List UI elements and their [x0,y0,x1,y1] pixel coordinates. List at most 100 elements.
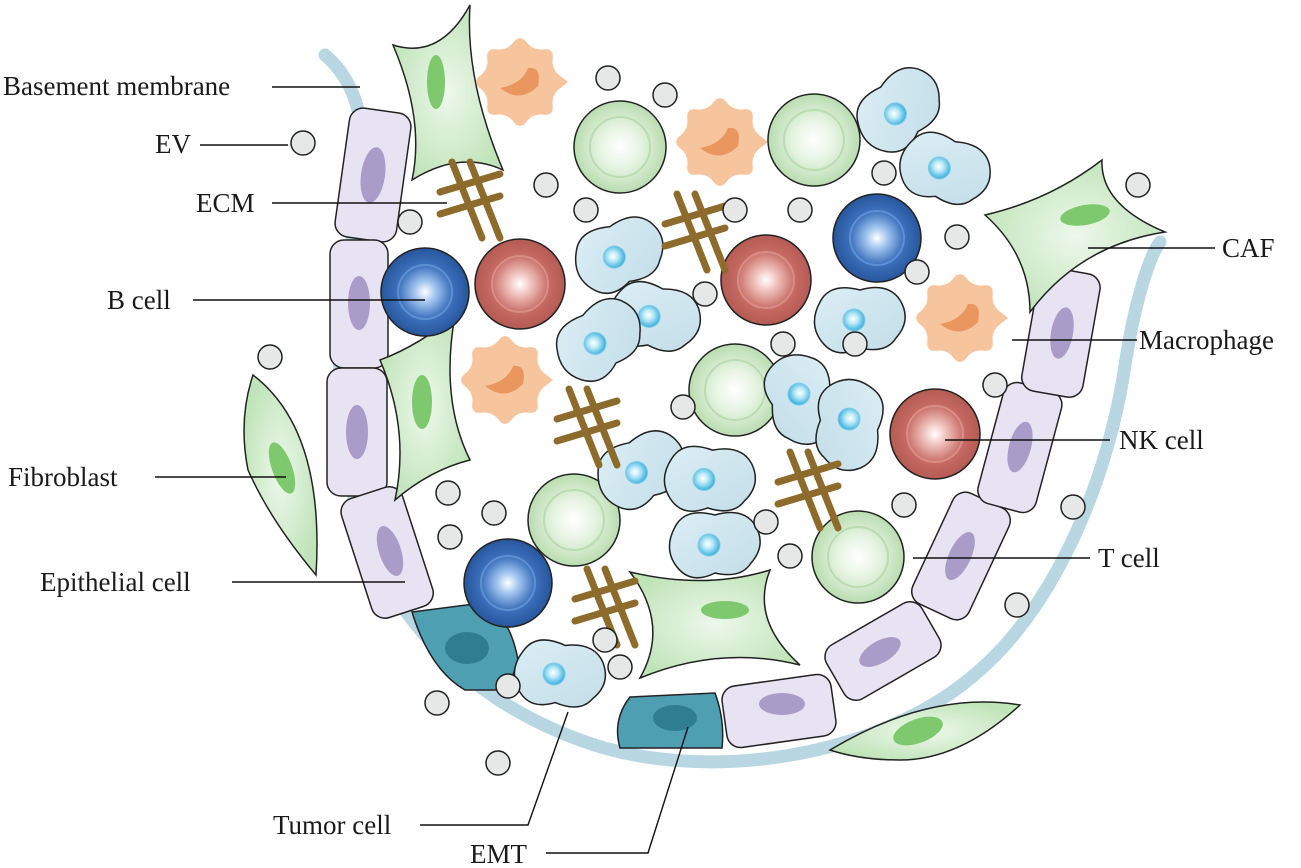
tumor-cell [597,430,685,511]
t-cell [767,93,861,187]
extracellular-vesicle [753,509,779,535]
epithelial-nucleus [376,526,404,576]
extracellular-vesicle [573,197,599,223]
ecm-strand [774,460,842,486]
tumor-cell [815,378,884,472]
leader-emt [546,726,689,854]
label-epithelial-cell: Epithelial cell [40,567,191,597]
ecm-fiber [553,385,621,469]
fibroblast-nucleus [268,442,296,494]
nk-cell-inner [906,405,964,463]
tumor-cell [813,286,906,354]
label-ecm: ECM [196,188,255,218]
nk-cell [720,234,812,326]
extracellular-vesicle [692,281,718,307]
extracellular-vesicle [787,197,813,223]
ecm-strand [571,577,639,603]
nk-cell-inner [737,251,795,309]
extracellular-vesicle [437,524,463,550]
tumor-cell-nucleus [625,461,649,485]
tumor-cell [574,216,664,295]
epithelial-nucleus [1050,307,1074,359]
macrophage-nucleus [485,365,524,394]
extracellular-vesicle [904,259,930,285]
b-cell [380,247,470,337]
label-macrophage: Macrophage [1139,325,1274,355]
extracellular-vesicles [257,65,1151,776]
ecm-strand [673,190,711,274]
label-nk-cell: NK cell [1119,425,1204,455]
ecm-strand [436,192,504,218]
epithelial-nucleus [759,693,805,715]
extracellular-vesicle [1125,172,1151,198]
extracellular-vesicle [424,690,450,716]
ecm-strand [661,202,729,228]
nk-cell-inner [491,255,549,313]
extracellular-vesicle [485,750,511,776]
b-cell [463,538,553,628]
label-b-cell: B cell [107,285,171,315]
cafs [379,4,1168,680]
extracellular-vesicle [533,172,559,198]
macrophages [461,38,1008,424]
tumor-cell-nucleus [637,304,661,328]
ecm-strand [565,385,603,469]
ecm-fiber [774,448,842,532]
tumor-cell-nucleus [787,382,811,406]
caf-nucleus [427,55,445,109]
extracellular-vesicle [435,480,461,506]
nk-cell [474,238,566,330]
tumor-cell [763,354,836,445]
ecm-strand [448,158,486,242]
extracellular-vesicle [257,344,283,370]
extracellular-vesicle [595,65,621,91]
tumor-cell-nucleus [602,245,626,269]
tumor-cell-nucleus [697,533,721,557]
nk-cells [474,234,981,480]
b-cell-inner [397,264,453,320]
emt-nucleus [653,705,697,731]
t-cells [527,93,905,604]
caf-nucleus [1060,204,1110,226]
nk-cell [889,388,981,480]
extracellular-vesicle [495,673,521,699]
extracellular-vesicle [670,394,696,420]
t-cell-inner [589,116,651,178]
t-cell [573,100,667,194]
label-fibroblast: Fibroblast [8,462,118,492]
ecm-strand [774,482,842,508]
ecm-strand [553,419,621,445]
macrophage-nucleus [500,67,539,96]
extracellular-vesicle [777,543,803,569]
b-cell-inner [849,210,905,266]
emt-nucleus [445,632,489,664]
caf-nucleus [701,601,749,619]
ecm-strand [553,397,621,423]
extracellular-vesicle [770,331,796,357]
b-cell-inner [480,555,536,611]
emt-cells [411,602,724,749]
ecm-strand [786,448,824,532]
label-ev: EV [155,129,191,159]
extracellular-vesicle [842,331,868,357]
extracellular-vesicle [607,654,633,680]
leader-lines [155,86,1215,854]
t-cell-inner [543,489,605,551]
extracellular-vesicle [891,492,917,518]
ecm-fibers [436,158,842,649]
extracellular-vesicle [1004,592,1030,618]
tumor-cell-nucleus [542,662,566,686]
ecm-strand [661,224,729,250]
tumor-cell [668,511,761,579]
tumor-cell-nucleus [842,308,866,332]
fibroblast-nucleus [893,716,943,746]
leader-tumor-cell [420,711,569,826]
labels: Basement membrane EV ECM B cell Fibrobla… [3,71,1275,868]
extracellular-vesicle [290,130,316,156]
epithelial-nucleus [346,405,368,459]
epithelial-nucleus [360,147,386,203]
extracellular-vesicle [944,224,970,250]
tumor-cell [555,297,641,383]
